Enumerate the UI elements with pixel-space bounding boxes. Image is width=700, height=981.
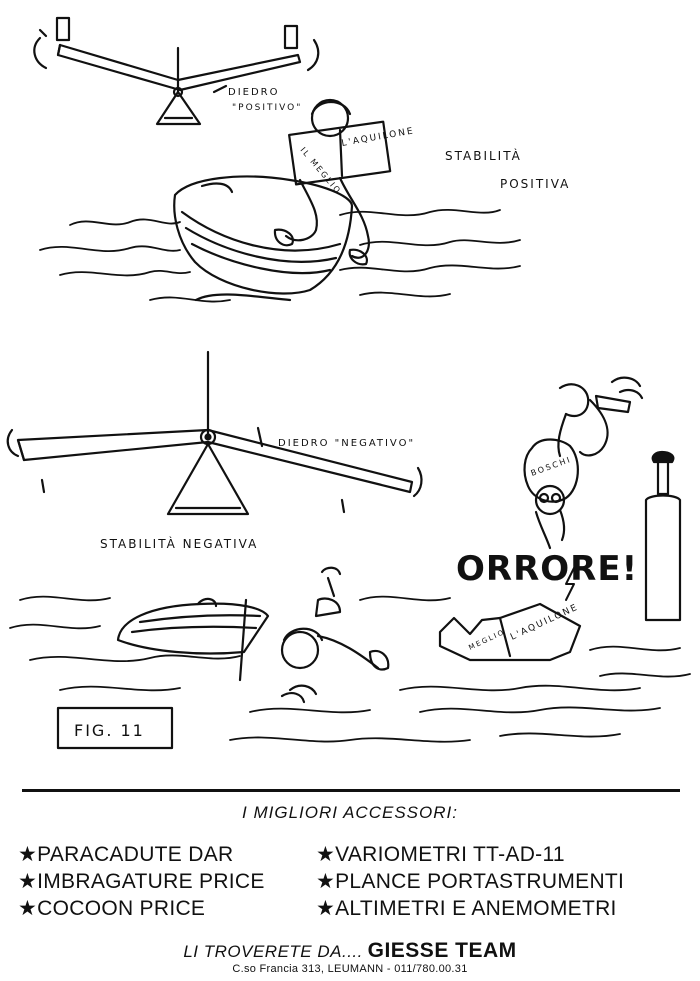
label-dihedral-negative: DIEDRO "NEGATIVO" <box>278 438 415 449</box>
accessory-item: ★PARACADUTE DAR <box>18 843 234 866</box>
label-positive-word: "POSITIVO" <box>232 103 302 113</box>
accessories-right-list: ★VARIOMETRI TT-AD-11 ★PLANCE PORTASTRUME… <box>316 841 624 922</box>
newspaper-title-top: L'AQUILONE <box>341 126 416 149</box>
figure-label: FIG. 11 <box>74 721 145 740</box>
glider-negative-dihedral <box>6 350 423 516</box>
ad-heading: I MIGLIORI ACCESSORI: <box>242 803 458 822</box>
boat-positive <box>173 175 354 302</box>
water-waves-top <box>39 208 521 303</box>
accessory-item: ★PLANCE PORTASTRUMENTI <box>316 870 625 893</box>
newspaper-title-bottom: L'AQUILONE <box>509 602 580 642</box>
accessory-item: ★ALTIMETRI E ANEMOMETRI <box>316 897 617 920</box>
figure-label-box <box>56 706 174 750</box>
water-waves-bottom <box>9 595 691 743</box>
footer-line: LI TROVERETE DA.... GIESSE TEAM <box>0 939 700 963</box>
swimming-pilot <box>280 566 390 704</box>
divider-rule <box>22 789 680 792</box>
accessory-item: ★COCOON PRICE <box>18 897 206 920</box>
footer-brand: GIESSE TEAM <box>367 939 517 962</box>
label-stability-negative: STABILITÀ NEGATIVA <box>100 536 258 551</box>
glider-positive-dihedral <box>33 16 320 126</box>
cartoon-illustration: DIEDRO "POSITIVO" L'AQUILONE IL MEGLIO S… <box>6 16 691 750</box>
label-stability-positive-1: STABILITÀ <box>445 148 522 163</box>
footer-lead: LI TROVERETE DA.... <box>183 942 363 961</box>
boat-capsized <box>116 597 270 682</box>
accessory-item: ★VARIOMETRI TT-AD-11 <box>316 843 565 866</box>
accessory-item: ★IMBRAGATURE PRICE <box>18 870 265 893</box>
accessories-left-list: ★PARACADUTE DAR ★IMBRAGATURE PRICE ★COCO… <box>18 841 265 922</box>
label-dihedral-positive: DIEDRO <box>228 87 280 98</box>
label-stability-positive-2: POSITIVA <box>500 177 570 191</box>
pilot-shirt-name: BOSCHI <box>530 455 573 478</box>
floating-newspaper <box>438 602 582 662</box>
horror-exclamation: ORRORE! <box>456 549 638 589</box>
address: C.so Francia 313, LEUMANN - 011/780.00.3… <box>232 963 468 975</box>
diving-pilot <box>523 376 644 550</box>
reader-pilot <box>273 98 392 266</box>
pier-post <box>644 450 682 622</box>
